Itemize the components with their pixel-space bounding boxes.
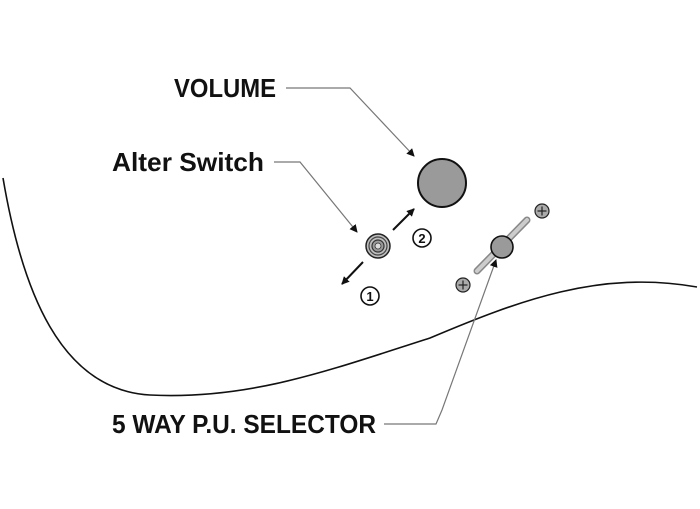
alter-switch-label: Alter Switch (112, 147, 264, 177)
switch-position-1-number: 1 (366, 289, 373, 304)
volume-knob (417, 158, 467, 208)
volume-label: VOLUME (174, 73, 276, 103)
volume-leader-line (286, 87, 415, 157)
alter-switch-leader-line (274, 161, 358, 233)
selector-screw-upper (534, 203, 550, 219)
switch-position-2-marker: 2 (412, 228, 432, 248)
guitar-body-outline (2, 177, 698, 397)
selector-tip (490, 235, 514, 259)
selector-label: 5 WAY P.U. SELECTOR (112, 409, 376, 439)
switch-position-2-number: 2 (418, 231, 425, 246)
selector-leader-line (384, 259, 498, 425)
switch-arrow-position-2 (392, 208, 415, 231)
alter-switch (365, 233, 391, 259)
five-way-selector (473, 216, 531, 275)
switch-position-1-marker: 1 (360, 286, 380, 306)
selector-screw-lower (455, 277, 471, 293)
switch-arrow-position-1 (341, 261, 364, 285)
